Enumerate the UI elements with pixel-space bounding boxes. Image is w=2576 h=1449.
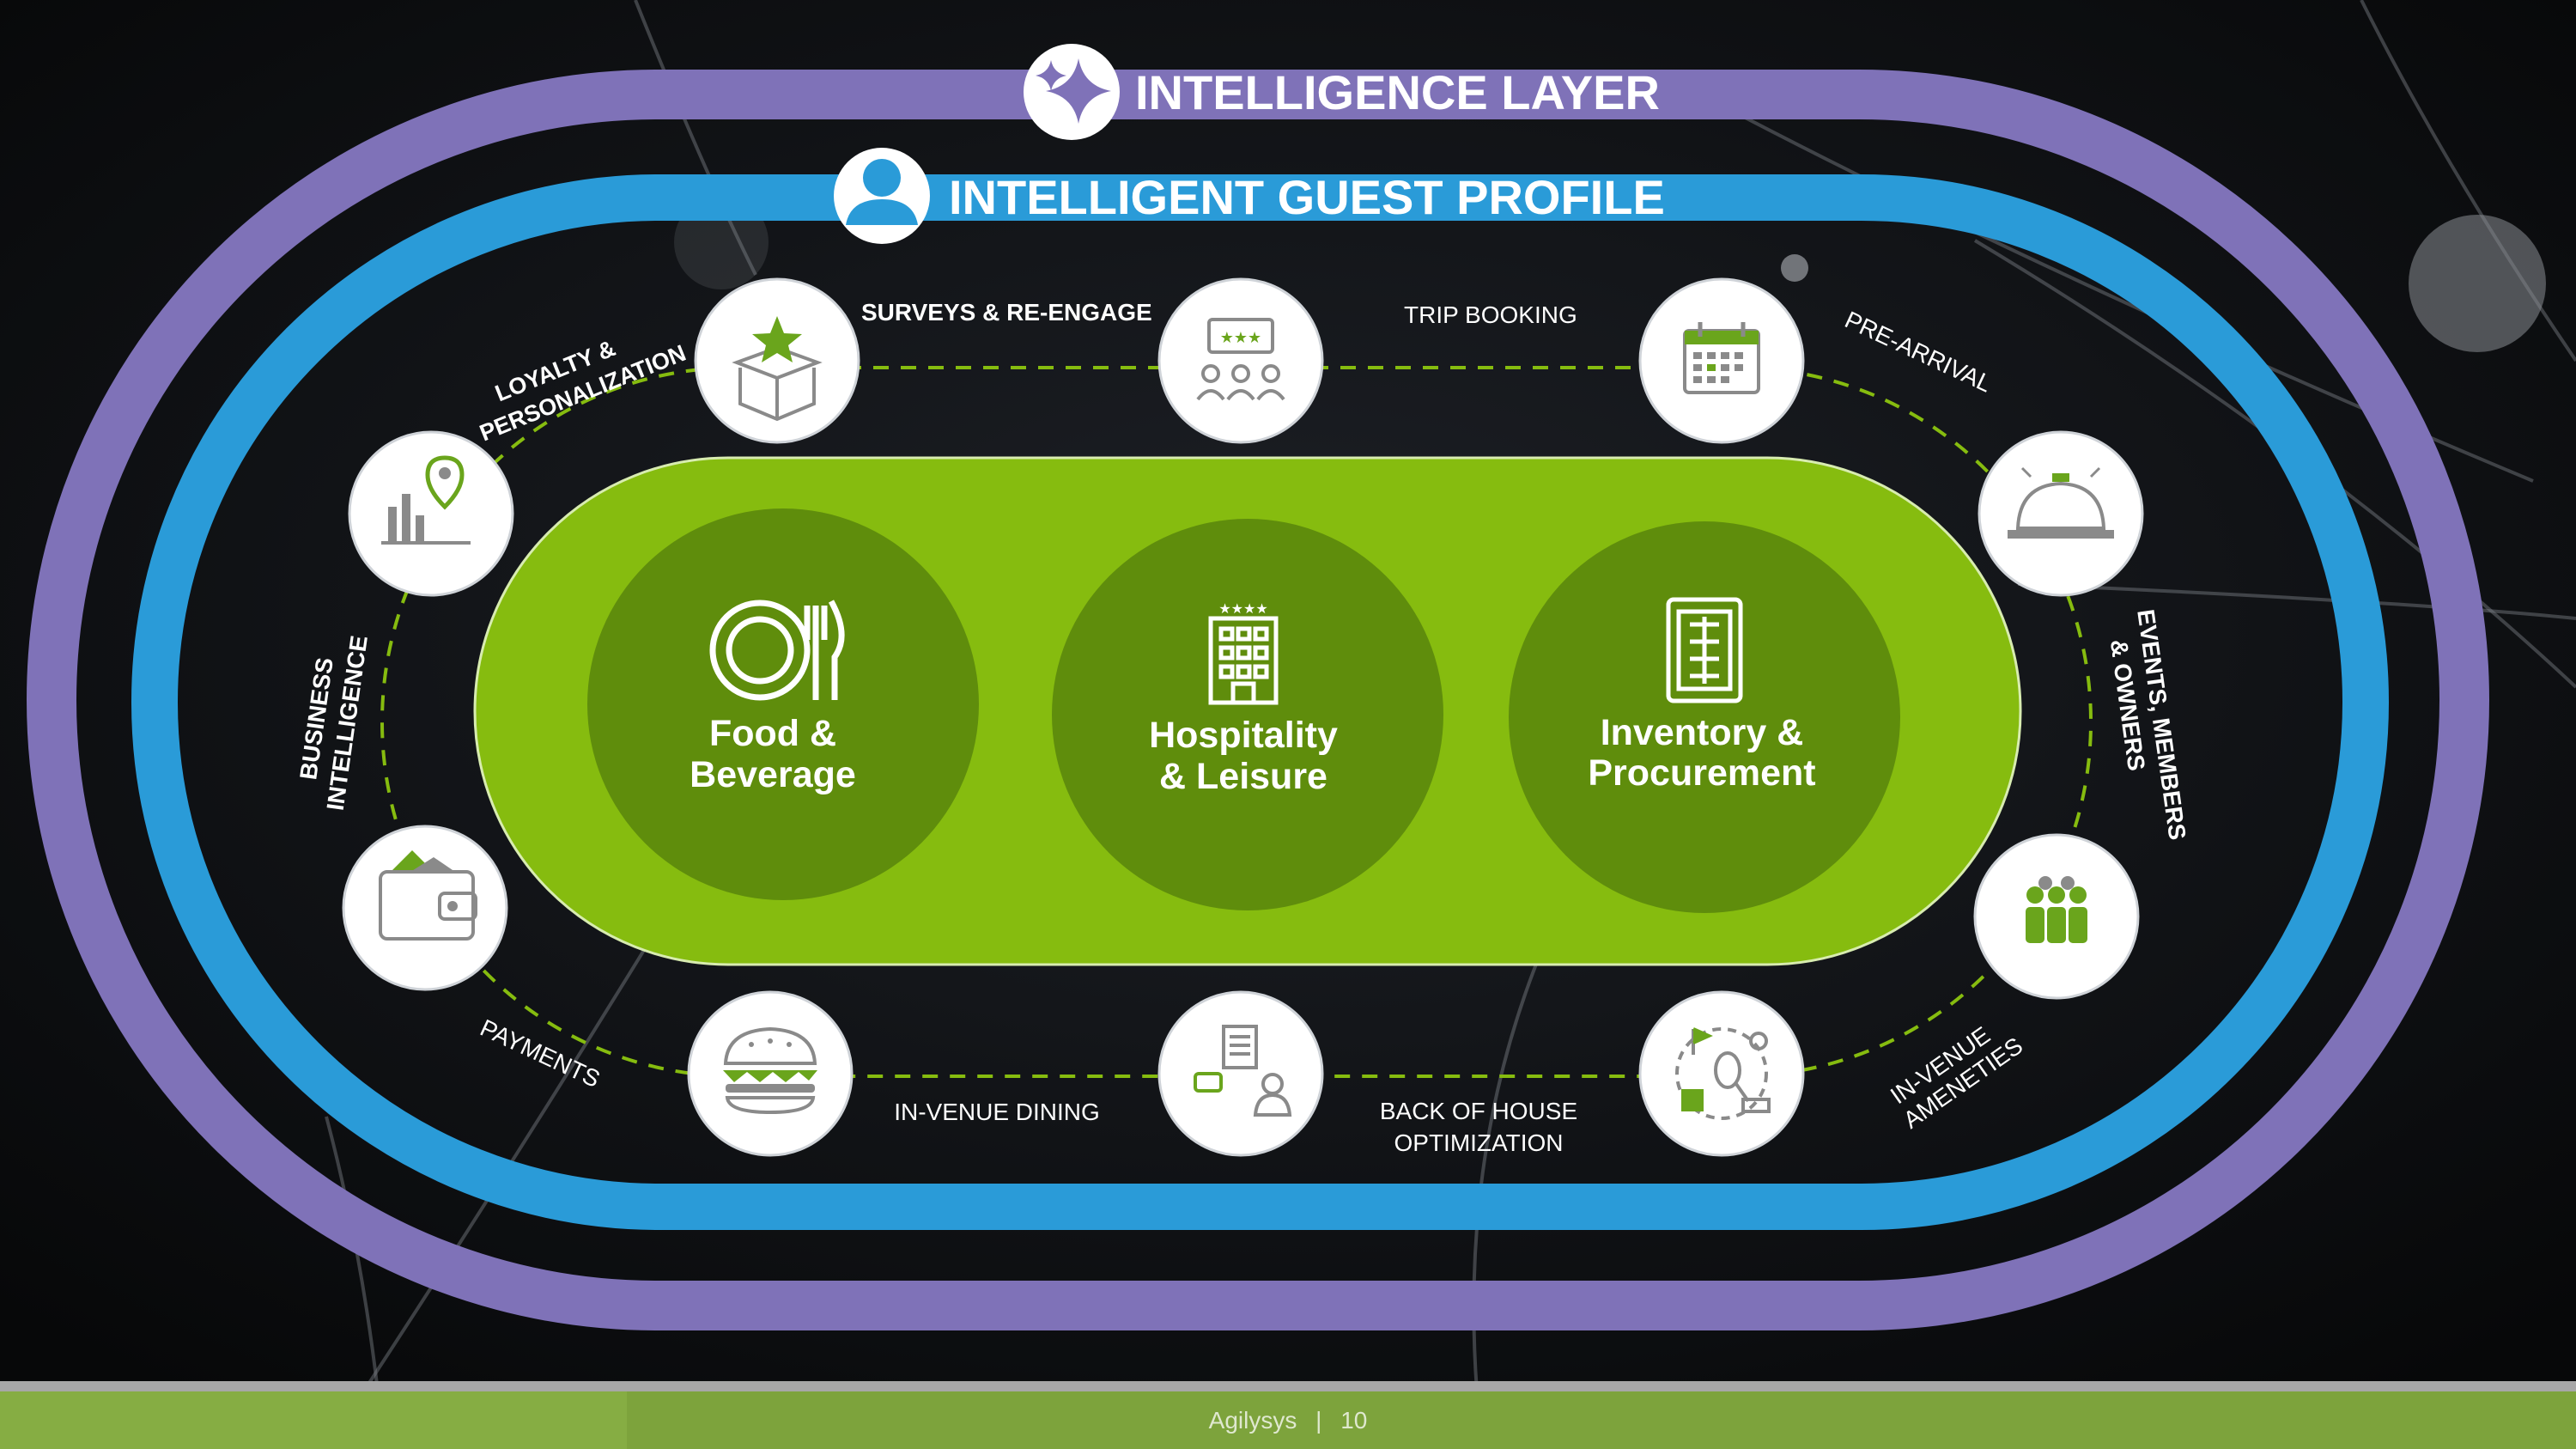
clipboard-checklist-icon bbox=[1666, 597, 1743, 703]
slide-footer: Agilysys | 10 bbox=[0, 1391, 2576, 1449]
hub-hospitality-line2: & Leisure bbox=[1159, 756, 1327, 797]
service-bell-icon bbox=[2008, 466, 2114, 539]
hub-food-beverage: Food & Beverage bbox=[587, 508, 979, 900]
node-loyalty bbox=[348, 430, 514, 597]
sparkles-icon bbox=[1036, 58, 1111, 124]
label-trip-booking: TRIP BOOKING bbox=[1404, 301, 1577, 328]
guest-profile-label: INTELLIGENT GUEST PROFILE bbox=[949, 170, 1665, 224]
node-amenities-group bbox=[1973, 833, 2140, 1000]
label-back-of-house-line2: OPTIMIZATION bbox=[1394, 1129, 1563, 1156]
person-icon bbox=[846, 159, 918, 225]
node-business-intelligence bbox=[342, 825, 508, 991]
label-back-of-house: BACK OF HOUSE OPTIMIZATION bbox=[1380, 1098, 1577, 1156]
guest-profile-title: INTELLIGENT GUEST PROFILE bbox=[834, 148, 1665, 244]
hub-food-beverage-line2: Beverage bbox=[690, 754, 856, 795]
burger-icon bbox=[723, 1026, 817, 1115]
footer-divider bbox=[0, 1381, 2576, 1391]
rating-stars: ★★★ bbox=[1220, 329, 1261, 347]
background-orb bbox=[2409, 215, 2546, 352]
footer-text: Agilysys | 10 bbox=[0, 1391, 2576, 1449]
label-in-venue-dining: IN-VENUE DINING bbox=[894, 1099, 1100, 1125]
node-payments bbox=[687, 990, 854, 1157]
node-surveys bbox=[694, 277, 860, 444]
node-trip-booking: ★★★ bbox=[1157, 277, 1324, 444]
group-people-icon bbox=[2026, 876, 2087, 943]
background-orb-small bbox=[1781, 254, 1808, 282]
footer-accent bbox=[0, 1391, 627, 1449]
hub-hospitality-leisure: ★★★★ Hospitality & Leisure bbox=[1052, 519, 1443, 910]
gift-box-star-icon bbox=[732, 316, 823, 422]
label-surveys: SURVEYS & RE-ENGAGE bbox=[861, 299, 1152, 326]
hub-hospitality-line1: Hospitality bbox=[1149, 715, 1338, 756]
node-pre-arrival bbox=[1638, 277, 1805, 444]
intelligence-layer-label: INTELLIGENCE LAYER bbox=[1135, 65, 1660, 119]
node-back-of-house bbox=[1638, 990, 1805, 1157]
wallet-icon bbox=[379, 850, 477, 941]
hub-inventory-line2: Procurement bbox=[1588, 752, 1815, 794]
label-back-of-house-line1: BACK OF HOUSE bbox=[1380, 1098, 1577, 1124]
footer-page-number: 10 bbox=[1340, 1407, 1368, 1434]
guest-profile-ring bbox=[131, 174, 2389, 1230]
staff-documents-icon bbox=[1194, 1025, 1292, 1117]
hotel-stars: ★★★★ bbox=[1218, 600, 1267, 617]
intelligence-layer-title: INTELLIGENCE LAYER bbox=[1024, 44, 1660, 140]
intelligence-layer-ring bbox=[27, 70, 2489, 1330]
plate-fork-knife-icon bbox=[709, 600, 845, 701]
hub-inventory-procurement: Inventory & Procurement bbox=[1509, 521, 1900, 913]
footer-separator: | bbox=[1315, 1407, 1322, 1434]
golf-tennis-amenities-icon bbox=[1675, 1027, 1771, 1120]
hub-food-beverage-line1: Food & bbox=[709, 713, 836, 754]
bar-chart-location-pin-icon bbox=[381, 455, 471, 545]
calendar-icon bbox=[1683, 322, 1760, 394]
node-events bbox=[1978, 430, 2144, 597]
footer-company: Agilysys bbox=[1208, 1407, 1297, 1434]
survey-people-rating-icon bbox=[1196, 318, 1285, 401]
node-dining bbox=[1157, 990, 1324, 1157]
hub-inventory-line1: Inventory & bbox=[1601, 712, 1804, 753]
hotel-building-icon bbox=[1208, 616, 1279, 705]
